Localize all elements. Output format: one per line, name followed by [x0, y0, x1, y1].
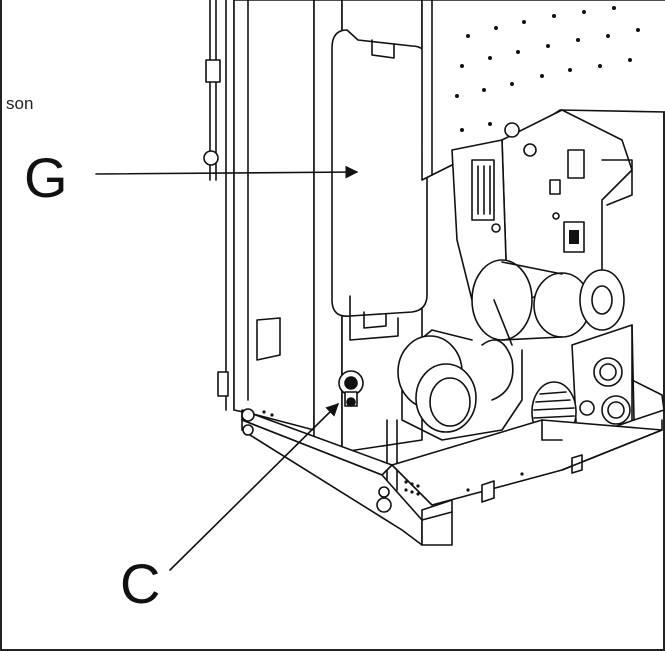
cut-off-text-fragment: son [6, 94, 34, 113]
left-tall-panel [233, 0, 315, 431]
main-door-panel [313, 0, 428, 491]
leader-line-g [95, 165, 359, 179]
callout-label-g: G [24, 146, 68, 209]
valve-fitting-c [338, 370, 364, 407]
motor-assembly [397, 259, 625, 441]
control-board [451, 109, 633, 301]
leader-line-c [169, 403, 339, 571]
right-side-panel [531, 324, 665, 443]
callout-label-c: C [120, 552, 161, 615]
base-frame [241, 408, 663, 546]
